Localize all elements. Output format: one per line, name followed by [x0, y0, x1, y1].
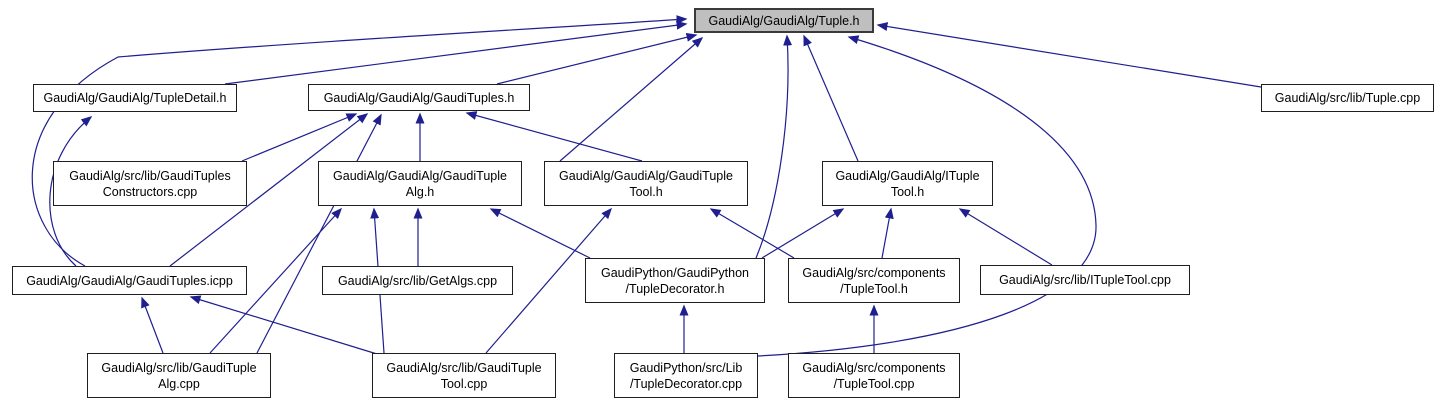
graph-node-label: GaudiAlg/src/components: [802, 360, 946, 375]
graph-node-label: GaudiPython/GaudiPython: [600, 265, 750, 280]
edge-tuple_cpp-to-tuple_h: [876, 22, 1262, 88]
graph-node-label: GaudiAlg/GaudiAlg/GaudiTuple: [333, 168, 507, 183]
edge-gaudituplealg_cpp-to-gaudituplealg_h: [209, 207, 343, 354]
edge-gaudituplealg_cpp-to-gaudituples_icpp: [141, 296, 164, 354]
graph-node-label: GaudiAlg/src/components: [802, 265, 946, 280]
edge-tupledecorator_h-to-tuple_h: [755, 34, 793, 259]
graph-node-tupledecorator_h[interactable]: GaudiPython/GaudiPython/TupleDecorator.h: [585, 258, 765, 303]
graph-node-label: GaudiPython/src/Lib: [629, 360, 743, 375]
graph-node-label: GaudiAlg/GaudiAlg/TupleDetail.h: [43, 91, 227, 105]
edge-gauditupletool_cpp-to-gaudituples_icpp: [189, 295, 378, 355]
graph-node-label: /TupleTool.h: [840, 281, 908, 296]
edge-tupledecorator_cpp-to-tuple_h: [757, 35, 1097, 357]
graph-node-label: Alg.cpp: [158, 376, 200, 391]
edge-tupletool_h-to-gauditupletool_h: [709, 208, 795, 259]
graph-node-tuple_h: GaudiAlg/GaudiAlg/Tuple.h: [694, 8, 874, 33]
graph-node-label: Alg.h: [405, 184, 435, 199]
edge-constructors_cpp-to-gaudituples_h: [241, 113, 358, 162]
graph-node-label: GaudiAlg/GaudiAlg/ITuple: [835, 168, 980, 183]
edge-gauditupletool_h-to-tuple_h: [559, 37, 704, 162]
edge-tupledecorator_h-to-itupletool_h: [761, 208, 845, 259]
graph-node-gaudituples_icpp[interactable]: GaudiAlg/GaudiAlg/GaudiTuples.icpp: [12, 266, 247, 295]
edge-tupletool_h-to-itupletool_h: [881, 207, 894, 259]
graph-node-label: Constructors.cpp: [102, 184, 198, 199]
edge-itupletool_cpp-to-itupletool_h: [958, 208, 1053, 266]
edge-tupledetail_h-to-tuple_h: [224, 20, 688, 85]
graph-node-label: /TupleDecorator.h: [625, 281, 725, 296]
edge-gaudituples_icpp-to-tupledetail_h: [49, 116, 93, 267]
graph-node-label: /TupleDecorator.cpp: [629, 376, 743, 391]
graph-node-label: GaudiAlg/src/lib/GaudiTuple: [386, 360, 542, 375]
edge-gaudituples_icpp-to-tuple_h: [31, 15, 688, 267]
graph-node-getalgs_cpp[interactable]: GaudiAlg/src/lib/GetAlgs.cpp: [322, 266, 513, 295]
graph-node-tupletool_cpp[interactable]: GaudiAlg/src/components/TupleTool.cpp: [788, 353, 960, 398]
edge-tupledecorator_h-to-gaudituplealg_h: [489, 208, 591, 259]
graph-node-label: GaudiAlg/src/lib/Tuple.cpp: [1274, 91, 1421, 105]
graph-node-label: /TupleTool.cpp: [833, 376, 915, 391]
edge-itupletool_h-to-tuple_h: [803, 34, 859, 162]
graph-node-label: GaudiAlg/src/lib/GaudiTuples: [69, 168, 231, 183]
edge-gauditupletool_h-to-gaudituples_h: [465, 111, 643, 162]
graph-node-label: GaudiAlg/GaudiAlg/Tuple.h: [708, 13, 860, 28]
graph-node-gaudituples_h[interactable]: GaudiAlg/GaudiAlg/GaudiTuples.h: [308, 84, 530, 111]
edge-gauditupletool_cpp-to-gauditupletool_h: [485, 207, 612, 354]
graph-node-itupletool_cpp[interactable]: GaudiAlg/src/lib/ITupleTool.cpp: [980, 265, 1190, 295]
edge-gaudituples_h-to-tuple_h: [496, 32, 698, 85]
graph-node-label: GaudiAlg/GaudiAlg/GaudiTuple: [559, 168, 733, 183]
edge-gaudituples_icpp-to-gaudituples_h: [169, 113, 369, 267]
graph-node-tupledecorator_cpp[interactable]: GaudiPython/src/Lib/TupleDecorator.cpp: [614, 353, 758, 398]
graph-node-label: GaudiAlg/GaudiAlg/GaudiTuples.h: [323, 90, 515, 105]
graph-node-tupletool_h[interactable]: GaudiAlg/src/components/TupleTool.h: [788, 258, 960, 303]
graph-node-label: GaudiAlg/GaudiAlg/GaudiTuples.icpp: [26, 273, 233, 288]
graph-node-tuple_cpp[interactable]: GaudiAlg/src/lib/Tuple.cpp: [1261, 84, 1434, 112]
graph-node-label: GaudiAlg/src/lib/GetAlgs.cpp: [337, 273, 498, 288]
graph-node-label: Tool.h: [890, 184, 925, 199]
graph-node-label: GaudiAlg/src/lib/ITupleTool.cpp: [999, 273, 1171, 287]
graph-node-label: Tool.h: [629, 184, 663, 199]
graph-node-label: Tool.cpp: [440, 376, 488, 391]
graph-node-label: GaudiAlg/src/lib/GaudiTuple: [101, 360, 257, 375]
graph-node-tupledetail_h[interactable]: GaudiAlg/GaudiAlg/TupleDetail.h: [33, 84, 237, 112]
